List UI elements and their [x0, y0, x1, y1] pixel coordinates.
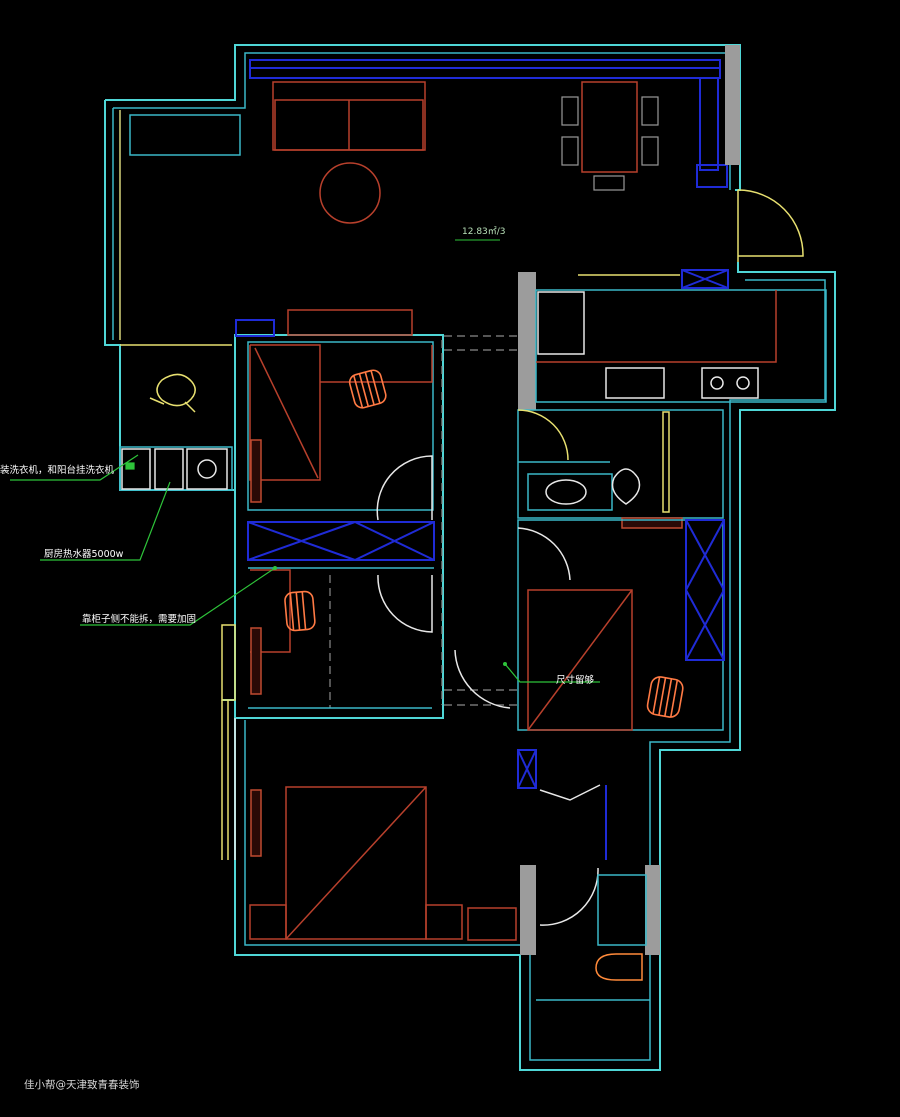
gray-wall-blocks — [518, 45, 740, 955]
chair-1 — [348, 369, 387, 409]
utility-balcony — [119, 344, 233, 491]
bathroom-2 — [517, 749, 650, 1001]
chair-3 — [646, 676, 684, 718]
kitchen — [535, 269, 827, 403]
top-window — [249, 59, 728, 188]
sofa — [272, 81, 426, 151]
entrance-door — [737, 189, 804, 262]
chair-2 — [284, 590, 316, 632]
outer-walls — [104, 44, 836, 1071]
note-power: 厨房热水器5000w — [44, 549, 124, 560]
watermark: 佳小帮@天津致青春装饰 — [24, 1079, 140, 1091]
note-washer: 装洗衣机，和阳台挂洗衣机 — [0, 465, 115, 476]
bedroom-2 — [221, 569, 432, 860]
bedroom-doors — [376, 455, 433, 633]
bathroom-1 — [517, 409, 724, 529]
bedroom-1 — [234, 309, 444, 719]
dashed-lines — [329, 335, 518, 708]
area-label: 12.83㎡/3 — [462, 227, 506, 237]
annotation-leaders — [10, 239, 600, 683]
wardrobe-strip — [247, 521, 435, 569]
note-size: 尺寸留够 — [556, 675, 595, 686]
note-wall: 靠柜子侧不能拆，需要加固 — [82, 614, 197, 625]
master-bedroom — [234, 718, 517, 941]
bedroom-3 — [454, 519, 725, 731]
dining-table — [561, 81, 659, 191]
coffee-table — [319, 162, 381, 224]
